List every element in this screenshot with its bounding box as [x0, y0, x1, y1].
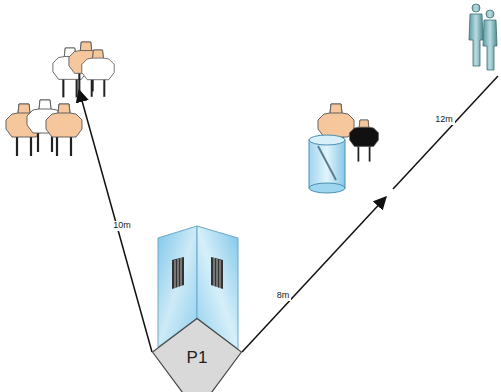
distance-label: 10m [111, 221, 133, 231]
range-arrow [242, 197, 386, 352]
silhouette-targets [469, 4, 497, 70]
range-arrow [79, 90, 152, 352]
shooting-position: P1 [152, 318, 242, 392]
torso-target [46, 104, 82, 156]
distance-label: 12m [433, 115, 455, 125]
torso-target [82, 50, 114, 97]
barrel [309, 135, 345, 193]
range-line [393, 76, 498, 189]
distance-label: 8m [275, 291, 292, 301]
torso-target [350, 120, 379, 162]
port-window [211, 257, 223, 289]
port-window [172, 257, 184, 289]
position-label: P1 [152, 348, 242, 368]
targets [6, 42, 378, 162]
